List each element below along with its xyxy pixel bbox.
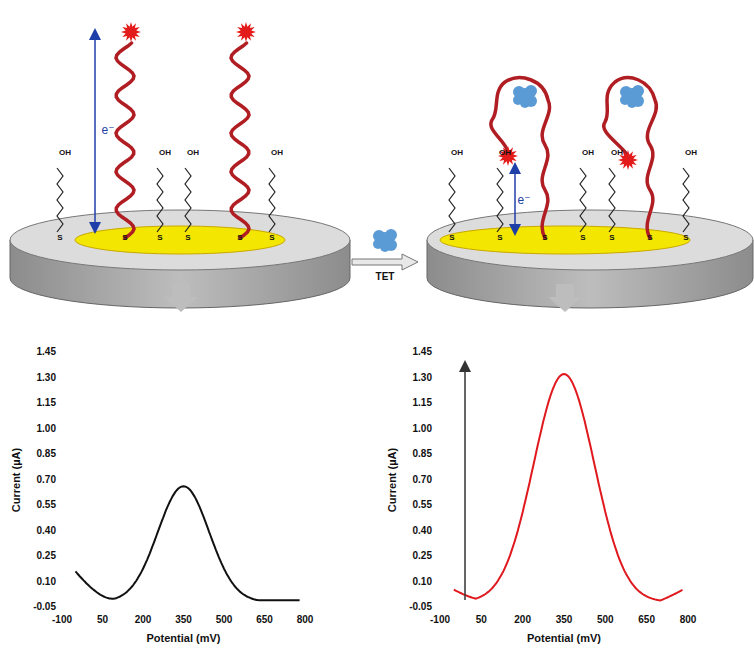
mch-chain bbox=[269, 168, 275, 232]
thiol-label: S bbox=[683, 234, 688, 242]
y-tick-label: 0.10 bbox=[37, 577, 56, 587]
x-tick-label: 50 bbox=[476, 615, 487, 625]
electron-transfer-arrow bbox=[514, 168, 516, 230]
y-tick-label: 0.25 bbox=[413, 551, 432, 561]
y-tick-label: 1.45 bbox=[413, 347, 432, 357]
mch-chain bbox=[497, 168, 503, 232]
mch-chain bbox=[683, 168, 689, 232]
y-tick-label: 1.30 bbox=[37, 373, 56, 383]
x-tick-label: 500 bbox=[597, 615, 614, 625]
hydroxyl-label: OH bbox=[159, 149, 171, 157]
hydroxyl-label: OH bbox=[611, 149, 623, 157]
thiol-label: S bbox=[609, 234, 614, 242]
mch-chain bbox=[185, 168, 191, 232]
y-tick-label: 0.40 bbox=[413, 526, 432, 536]
thiol-label: S bbox=[449, 234, 454, 242]
x-tick-label: 650 bbox=[256, 615, 273, 625]
thiol-label: S bbox=[57, 234, 62, 242]
thiol-label: S bbox=[647, 234, 652, 242]
thiol-label: S bbox=[269, 234, 274, 242]
hydroxyl-label: OH bbox=[187, 149, 199, 157]
x-tick-label: -100 bbox=[430, 615, 450, 625]
thiol-label: S bbox=[542, 234, 547, 242]
mch-chain bbox=[580, 168, 586, 232]
y-tick-label: 0.10 bbox=[413, 577, 432, 587]
voltammogram-curve bbox=[454, 374, 683, 600]
x-tick-label: 500 bbox=[216, 615, 233, 625]
x-tick-label: 650 bbox=[638, 615, 655, 625]
thiol-label: S bbox=[157, 234, 162, 242]
down-arrow bbox=[164, 284, 582, 312]
electron-label: e⁻ bbox=[101, 124, 114, 136]
thiol-label: S bbox=[122, 234, 127, 242]
thiol-label: S bbox=[185, 234, 190, 242]
x-tick-label: 50 bbox=[97, 615, 108, 625]
y-tick-label: 0.70 bbox=[413, 475, 432, 485]
aptamer-strand bbox=[231, 43, 249, 238]
x-tick-label: -100 bbox=[52, 615, 72, 625]
x-tick-label: 350 bbox=[175, 615, 192, 625]
y-tick-label: 0.55 bbox=[413, 500, 432, 510]
x-tick-label: 200 bbox=[514, 615, 531, 625]
y-tick-label: 0.55 bbox=[37, 500, 56, 510]
y-tick-label: 1.45 bbox=[37, 347, 56, 357]
y-tick-label: 0.25 bbox=[37, 551, 56, 561]
y-tick-label: 1.15 bbox=[37, 398, 56, 408]
mch-chain bbox=[57, 168, 63, 232]
analyte-label: TET bbox=[376, 272, 395, 282]
hydroxyl-label: OH bbox=[451, 149, 463, 157]
mch-chain bbox=[157, 168, 163, 232]
redox-label bbox=[121, 22, 141, 42]
y-tick-label: 1.00 bbox=[413, 424, 432, 434]
y-tick-label: 0.85 bbox=[37, 449, 56, 459]
y-tick-label: 1.00 bbox=[37, 424, 56, 434]
x-tick-label: 350 bbox=[556, 615, 573, 625]
x-tick-label: 800 bbox=[297, 615, 314, 625]
x-axis-title: Potential (mV) bbox=[147, 633, 221, 644]
reaction-arrow bbox=[352, 254, 418, 270]
y-tick-label: -0.05 bbox=[33, 602, 56, 612]
aptamer-strand bbox=[116, 43, 134, 238]
y-tick-label: 0.40 bbox=[37, 526, 56, 536]
hydroxyl-label: OH bbox=[499, 149, 511, 157]
tetracycline-molecule bbox=[373, 229, 397, 252]
thiol-label: S bbox=[580, 234, 585, 242]
y-axis-title: Current (µA) bbox=[387, 448, 398, 512]
hydroxyl-label: OH bbox=[271, 149, 283, 157]
tetracycline-molecule bbox=[620, 85, 644, 108]
redox-label bbox=[498, 146, 518, 166]
mch-chain bbox=[609, 168, 615, 232]
folded-aptamer bbox=[491, 78, 657, 238]
thiol-label: S bbox=[237, 234, 242, 242]
y-tick-label: 0.85 bbox=[413, 449, 432, 459]
x-tick-label: 800 bbox=[680, 615, 697, 625]
electron-transfer-arrow bbox=[94, 34, 96, 228]
increase-arrow bbox=[464, 366, 466, 600]
y-tick-label: 1.15 bbox=[413, 398, 432, 408]
y-tick-label: 1.30 bbox=[413, 373, 432, 383]
y-tick-label: 0.70 bbox=[37, 475, 56, 485]
x-tick-label: 200 bbox=[135, 615, 152, 625]
hydroxyl-label: OH bbox=[582, 149, 594, 157]
electron-label: e⁻ bbox=[517, 194, 530, 206]
x-axis-title: Potential (mV) bbox=[527, 633, 601, 644]
hydroxyl-label: OH bbox=[59, 149, 71, 157]
tetracycline-molecule bbox=[513, 85, 537, 108]
y-axis-title: Current (µA) bbox=[11, 448, 22, 512]
voltammogram-curve bbox=[76, 486, 300, 600]
y-tick-label: -0.05 bbox=[409, 602, 432, 612]
gold-electrode bbox=[427, 210, 753, 308]
redox-label bbox=[236, 22, 256, 42]
mch-chain bbox=[449, 168, 455, 232]
hydroxyl-label: OH bbox=[685, 149, 697, 157]
thiol-label: S bbox=[497, 234, 502, 242]
